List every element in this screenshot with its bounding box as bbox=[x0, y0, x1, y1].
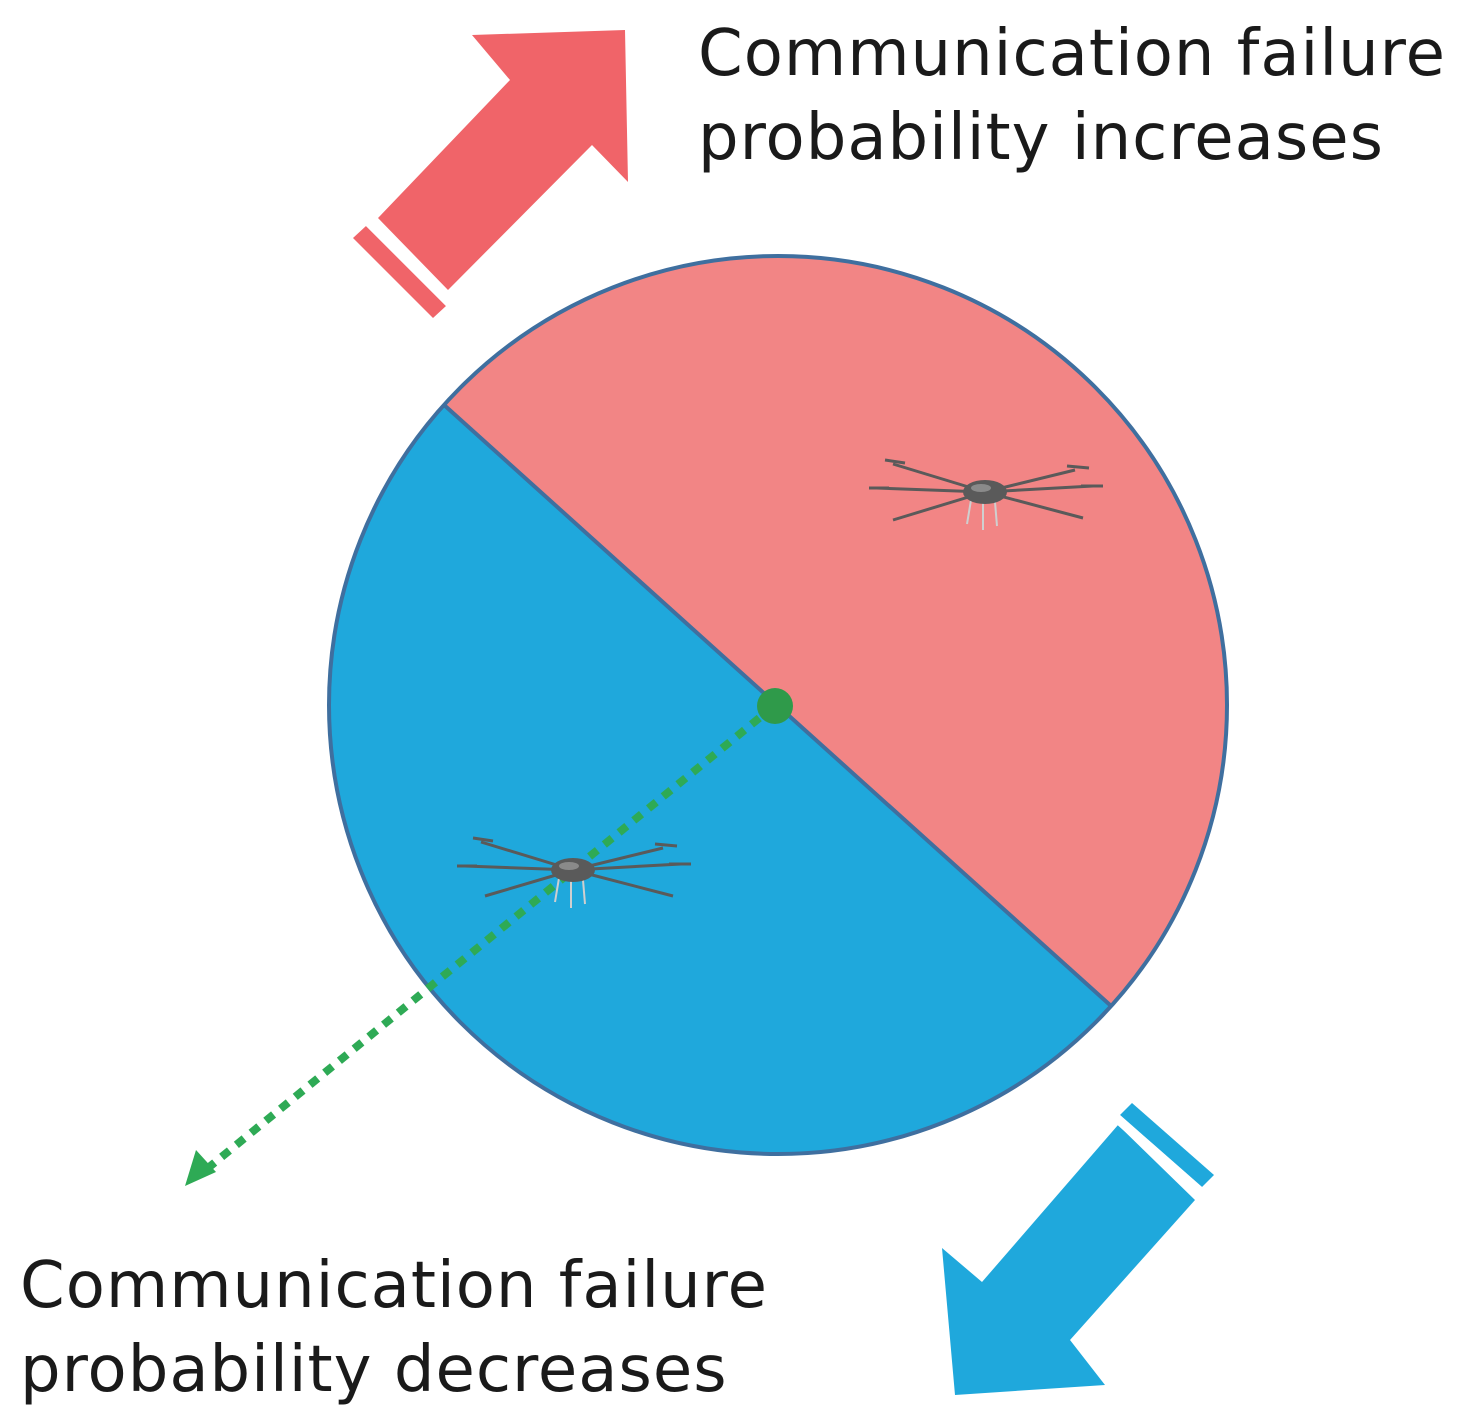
drone-icon bbox=[457, 836, 691, 908]
circle-outline bbox=[327, 254, 1229, 1156]
center-point bbox=[757, 688, 793, 724]
decrease-label-line-1: Communication failure bbox=[20, 1249, 768, 1323]
direction-dashed-line bbox=[205, 702, 777, 1172]
increase-arrow bbox=[353, 30, 628, 318]
coverage-circle bbox=[329, 256, 1227, 1154]
increase-label-line-2: probability increases bbox=[698, 101, 1384, 175]
drone-icon bbox=[869, 458, 1103, 530]
increase-label-line-1: Communication failure bbox=[698, 17, 1446, 91]
direction-arrowhead bbox=[185, 1150, 216, 1186]
decrease-arrow bbox=[942, 1103, 1214, 1395]
decrease-label-line-2: probability decreases bbox=[20, 1333, 728, 1407]
